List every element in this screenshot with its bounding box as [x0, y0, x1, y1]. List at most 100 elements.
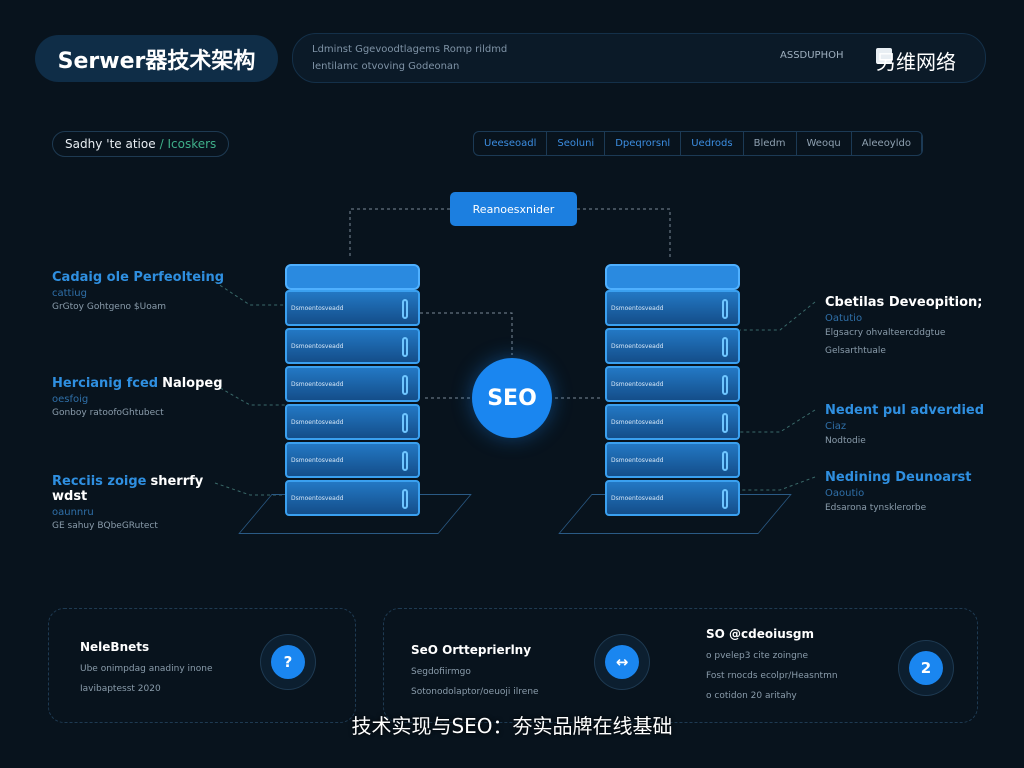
server-led-icon: [402, 337, 408, 357]
server-unit: Dsmoentosveadd: [285, 366, 420, 402]
breadcrumb-part: Sadhy: [65, 137, 103, 151]
feature-sub: oesfoig: [52, 394, 89, 405]
seo-hub: SEO: [472, 358, 552, 438]
card-title: SO @cdeoiusgm: [706, 627, 814, 641]
card-line: Sotonodolaptor/oeuoji ilrene: [411, 687, 539, 697]
card-frame: [48, 608, 356, 723]
feature-title: Nedent pul adverdied: [825, 403, 985, 418]
server-unit: Dsmoentosveadd: [605, 404, 740, 440]
arrows-icon: ↔: [605, 645, 639, 679]
feature-title: Cbetilas Deveopition;: [825, 295, 983, 310]
tab-item[interactable]: Bledm: [744, 132, 797, 155]
card-line: Iavibaptesst 2020: [80, 684, 161, 694]
server-led-icon: [402, 299, 408, 319]
server-unit-label: Dsmoentosveadd: [291, 343, 344, 350]
tab-item[interactable]: Seoluni: [547, 132, 606, 155]
server-unit: Dsmoentosveadd: [605, 328, 740, 364]
feature-desc: Gelsarthtuale: [825, 346, 886, 356]
breadcrumb-part: 'te atioe: [106, 137, 156, 151]
server-unit-label: Dsmoentosveadd: [291, 381, 344, 388]
feature-sub: oaunnru: [52, 507, 94, 518]
header-subtitle: Ldminst Ggevoodtlagems Romp rildmd: [312, 44, 508, 55]
server-unit-label: Dsmoentosveadd: [611, 381, 664, 388]
tab-item[interactable]: Ueeseoadl: [474, 132, 548, 155]
feature-title: Cadaig ole Perfeolteing: [52, 270, 232, 285]
brand-name: 另维网络: [876, 50, 956, 74]
server-led-icon: [722, 413, 728, 433]
feature-sub: cattiug: [52, 288, 87, 299]
top-node-button[interactable]: Reanoesxnider: [450, 192, 577, 226]
server-unit-label: Dsmoentosveadd: [611, 419, 664, 426]
server-led-icon: [402, 451, 408, 471]
feature-desc: Edsarona tynsklerorbe: [825, 503, 927, 513]
feature-title-blue: Recciis zoige: [52, 474, 147, 489]
server-unit-label: Dsmoentosveadd: [611, 343, 664, 350]
feature-desc: GE sahuy BQbeGRutect: [52, 521, 158, 531]
server-unit: Dsmoentosveadd: [285, 328, 420, 364]
tab-item[interactable]: Aleeoyldo: [852, 132, 922, 155]
server-unit: Dsmoentosveadd: [605, 290, 740, 326]
feature-title-white: sherrfy wdst: [52, 474, 204, 504]
card-line: o pvelep3 cite zoingne: [706, 651, 809, 661]
feature-sub: Oatutio: [825, 313, 863, 324]
feature-sub: Oaoutio: [825, 488, 865, 499]
feature-title-blue: Hercianig fced: [52, 376, 159, 391]
server-unit: Dsmoentosveadd: [605, 442, 740, 478]
server-unit: Dsmoentosveadd: [285, 442, 420, 478]
feature-sub: Ciaz: [825, 421, 847, 432]
feature-desc: GrGtoy Gohtgeno $Uoam: [52, 302, 167, 312]
server-unit: Dsmoentosveadd: [285, 480, 420, 516]
number-two-icon: 2: [909, 651, 943, 685]
server-top-cap: [285, 264, 420, 290]
breadcrumb[interactable]: Sadhy 'te atioe / Icoskers: [52, 131, 230, 157]
header-right-text: ASSDUPHOH: [780, 50, 844, 61]
server-led-icon: [722, 337, 728, 357]
card-line: Segdofiirmgo: [411, 667, 471, 677]
card-line: Ube onimpdag anadiny inone: [80, 664, 213, 674]
card-title: NeleBnets: [80, 640, 150, 654]
server-unit: Dsmoentosveadd: [285, 290, 420, 326]
server-unit: Dsmoentosveadd: [285, 404, 420, 440]
server-led-icon: [402, 489, 408, 509]
server-unit: Dsmoentosveadd: [605, 480, 740, 516]
tab-item[interactable]: Dpeqrorsnl: [605, 132, 682, 155]
feature-title: Nedining Deunoarst: [825, 470, 972, 485]
server-top-cap: [605, 264, 740, 290]
tab-item[interactable]: Uedrods: [681, 132, 744, 155]
feature-desc: Elgsacry ohvalteercddgtue: [825, 328, 946, 338]
feature-title-white: Nalopeg: [162, 376, 223, 391]
feature-desc: Nodtodie: [825, 436, 866, 446]
feature-title-blue: Cadaig ole Perfeolteing: [52, 270, 225, 285]
page-title: Serwer器技术架构: [35, 35, 278, 82]
server-led-icon: [722, 375, 728, 395]
header-panel: [292, 33, 986, 83]
question-icon: ?: [271, 645, 305, 679]
breadcrumb-part: / Icoskers: [159, 137, 217, 151]
card-line: o cotidon 20 aritahy: [706, 691, 797, 701]
server-led-icon: [722, 451, 728, 471]
server-led-icon: [402, 375, 408, 395]
card-frame: [383, 608, 978, 723]
server-unit-label: Dsmoentosveadd: [291, 457, 344, 464]
feature-desc: Gonboy ratoofoGhtubect: [52, 408, 164, 418]
caption: 技术实现与SEO：夯实品牌在线基础: [351, 714, 673, 738]
server-unit-label: Dsmoentosveadd: [291, 305, 344, 312]
card-line: Fost rnocds ecolpr/Heasntmn: [706, 671, 838, 681]
server-unit-label: Dsmoentosveadd: [291, 419, 344, 426]
tab-item[interactable]: Weoqu: [797, 132, 852, 155]
server-unit-label: Dsmoentosveadd: [291, 495, 344, 502]
card-title: SeO Ortteprierlny: [411, 643, 532, 657]
server-led-icon: [722, 299, 728, 319]
header-subtitle: Ientilamc otvoving Godeonan: [312, 61, 460, 72]
